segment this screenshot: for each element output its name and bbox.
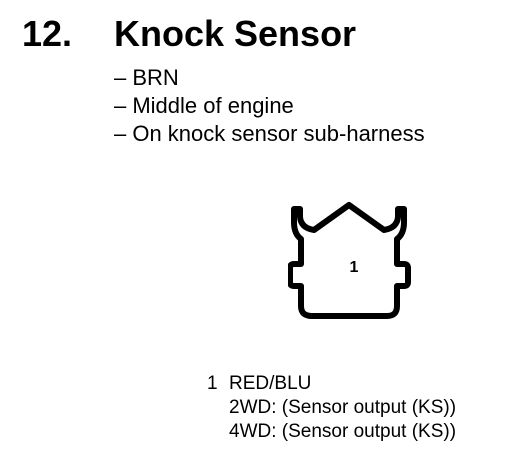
connector-diagram — [288, 198, 418, 324]
connector-outline-icon — [288, 202, 411, 319]
sensor-details-list: – BRN – Middle of engine – On knock sens… — [114, 64, 425, 148]
connector-pin-label: 1 — [349, 259, 359, 276]
pin-function-4wd: 4WD: (Sensor output (KS)) — [229, 421, 457, 442]
section-heading: 12. Knock Sensor — [0, 12, 512, 56]
pin-wire-color: RED/BLU — [229, 373, 312, 394]
pin-number: 1 — [207, 373, 218, 394]
pin-row: 1 RED/BLU — [207, 372, 456, 396]
section-title: Knock Sensor — [114, 13, 357, 54]
section-number: 12. — [22, 13, 73, 54]
detail-harness: – On knock sensor sub-harness — [114, 121, 425, 146]
pin-function-2wd: 2WD: (Sensor output (KS)) — [229, 397, 457, 418]
pin-assignment: 1 RED/BLU 2WD: (Sensor output (KS)) 4WD: … — [207, 372, 456, 444]
detail-color: – BRN — [114, 65, 179, 90]
detail-location: – Middle of engine — [114, 93, 294, 118]
